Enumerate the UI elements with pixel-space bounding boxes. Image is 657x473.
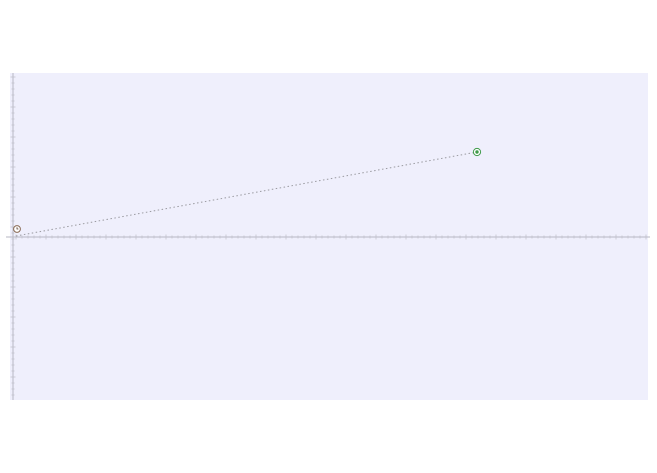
green-target-icon[interactable] [472, 147, 482, 157]
connection-line [15, 151, 478, 237]
x-axis-ticks [15, 234, 647, 240]
clock-marker-icon[interactable] [13, 225, 21, 233]
y-axis-ticks [10, 76, 16, 396]
